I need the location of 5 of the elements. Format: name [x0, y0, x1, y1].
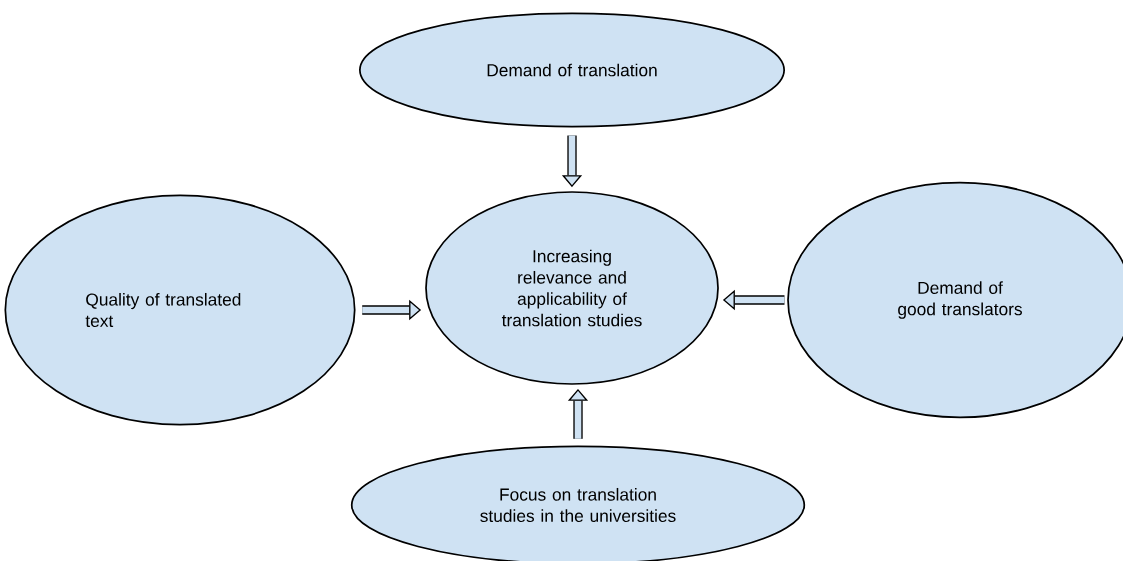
ellipse-node: Focus on translation studies in the universities: [350, 445, 806, 561]
ellipse-node: Demand of translation: [359, 12, 785, 128]
ellipse-node: Quality of translated text: [4, 194, 356, 426]
ellipse-node: Increasing relevance and applicability of translation studies: [425, 191, 719, 385]
ellipse-node: Demand of good translators: [787, 181, 1123, 419]
